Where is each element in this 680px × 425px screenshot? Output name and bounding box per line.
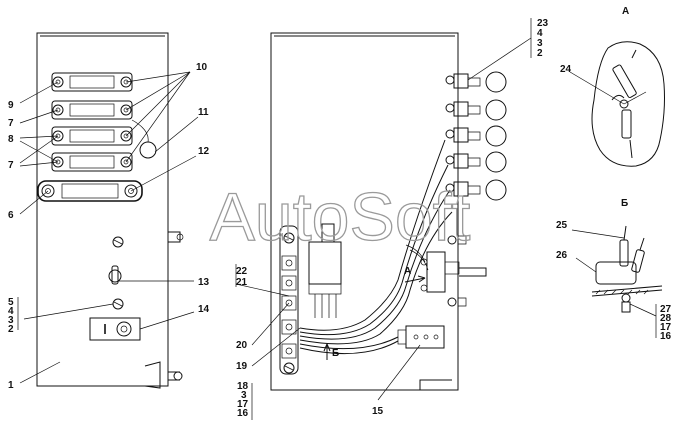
label-stack-left-4: 4 xyxy=(8,306,14,317)
callouts: 9 7 8 7 6 10 11 12 13 14 5 4 3 2 1 23 4 … xyxy=(8,6,672,419)
left-panel xyxy=(36,32,184,389)
fuse-holder-5 xyxy=(37,180,143,202)
fuse-holder-2 xyxy=(51,100,133,120)
label-14: 14 xyxy=(198,304,210,315)
label-1: 1 xyxy=(8,380,14,391)
view-b-title: Б xyxy=(621,198,628,209)
label-stack-3: 3 xyxy=(241,390,247,401)
label-20: 20 xyxy=(236,340,248,351)
label-6: 6 xyxy=(8,210,14,221)
label-stack-top-4: 4 xyxy=(537,28,543,39)
fuse-holder-4 xyxy=(51,152,133,172)
label-7: 7 xyxy=(8,118,14,129)
label-stack-left-5: 5 xyxy=(8,297,14,308)
label-stack-right-27: 27 xyxy=(660,304,672,315)
label-26: 26 xyxy=(556,250,568,261)
fuse-holder-3 xyxy=(51,126,133,146)
view-b-arrow xyxy=(323,343,331,360)
label-11: 11 xyxy=(198,107,209,118)
view-a-title: А xyxy=(622,6,629,17)
label-stack-left-2: 2 xyxy=(8,324,14,335)
label-stack-22: 22 xyxy=(236,266,248,277)
label-15: 15 xyxy=(372,406,384,417)
label-stack-18: 18 xyxy=(237,381,249,392)
label-25: 25 xyxy=(556,220,568,231)
bulb-row xyxy=(445,71,507,307)
middle-panel xyxy=(270,32,507,391)
label-stack-top-23: 23 xyxy=(537,18,549,29)
label-stack-16: 16 xyxy=(237,408,249,419)
label-13: 13 xyxy=(198,277,210,288)
spare-fuse-ring xyxy=(139,141,157,159)
label-24: 24 xyxy=(560,64,572,75)
label-8: 8 xyxy=(8,134,14,145)
label-stack-right-28: 28 xyxy=(660,313,672,324)
wire-harness xyxy=(299,139,453,355)
label-10: 10 xyxy=(196,62,208,73)
label-stack-top-3: 3 xyxy=(537,38,543,49)
view-b-detail xyxy=(571,225,663,338)
view-a-marker: А xyxy=(404,266,411,277)
label-19: 19 xyxy=(236,361,248,372)
label-stack-left-3: 3 xyxy=(8,315,14,326)
terminal-strip xyxy=(279,225,299,375)
label-stack-right-17: 17 xyxy=(660,322,672,333)
screw-upper xyxy=(112,236,124,248)
toggle-switch xyxy=(108,265,122,285)
label-stack-top-2: 2 xyxy=(537,48,543,59)
clamp xyxy=(420,251,487,293)
label-stack-21: 21 xyxy=(236,277,248,288)
view-a-detail xyxy=(569,41,665,167)
label-9: 9 xyxy=(8,100,14,111)
middle-leaders xyxy=(235,18,532,420)
label-7-second: 7 xyxy=(8,160,14,171)
view-a-arrow xyxy=(404,275,426,283)
view-b-marker: Б xyxy=(332,348,339,359)
socket-plate xyxy=(89,317,141,341)
connector xyxy=(397,325,445,349)
label-12: 12 xyxy=(198,146,210,157)
label-stack-right-16: 16 xyxy=(660,331,672,342)
left-leaders xyxy=(17,71,199,384)
fuse-holder-1 xyxy=(51,72,133,92)
watermark-text: AutoSoft xyxy=(210,179,471,255)
label-stack-17: 17 xyxy=(237,399,249,410)
relay xyxy=(308,223,342,318)
